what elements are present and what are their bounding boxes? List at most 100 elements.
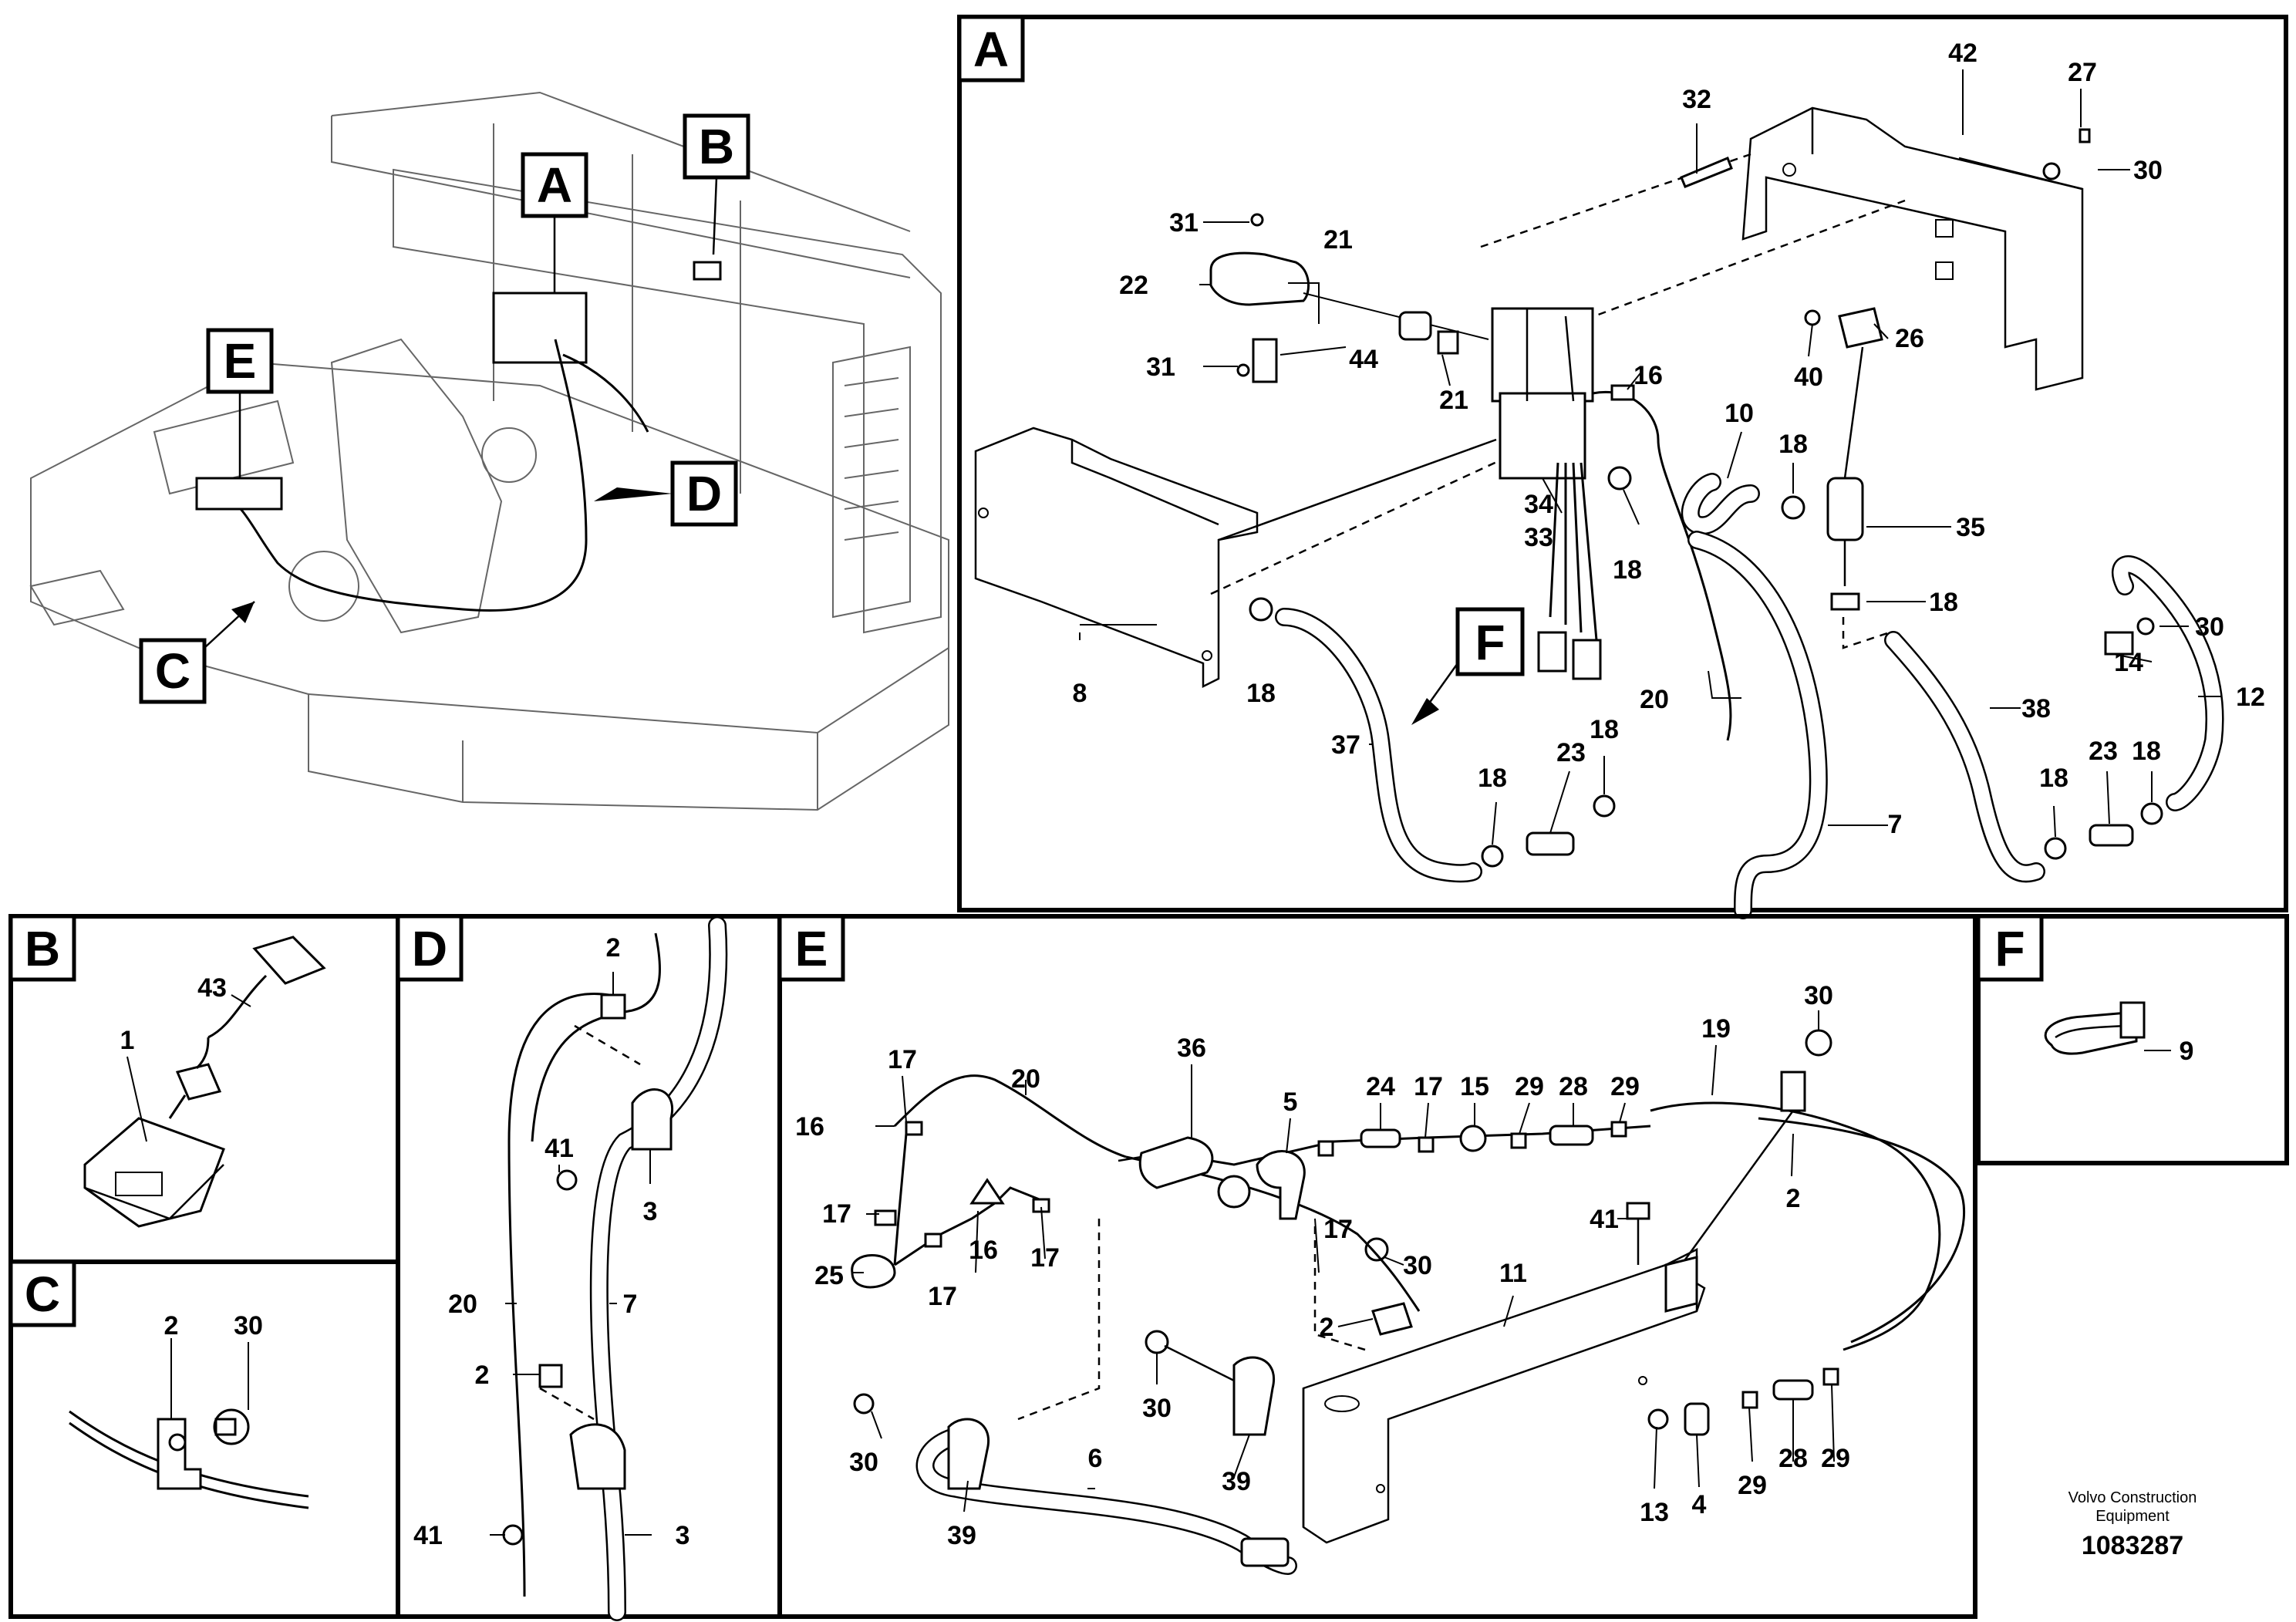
panel-E-labels: 30 17 20 36 16 5 24 17 15 29 28 29 19 17… (795, 981, 1850, 1550)
part-number-label: 24 (1366, 1072, 1395, 1101)
company-subtitle: Equipment (2095, 1508, 2170, 1525)
drawing-number: 1083287 (2082, 1531, 2183, 1560)
part-number-label: 18 (1778, 430, 1808, 459)
part-number-label: 33 (1524, 523, 1553, 552)
part-number-label: 18 (2039, 764, 2068, 793)
part-number-label: 20 (1011, 1064, 1040, 1094)
callout-letter: D (686, 466, 722, 521)
part-number-label: 39 (1222, 1467, 1251, 1496)
part-number-label: 9 (2180, 1037, 2194, 1066)
part-number-label: 17 (822, 1199, 851, 1229)
part-number-label: 8 (1073, 679, 1087, 708)
part-number-label: 14 (2114, 648, 2143, 677)
callout-C: C (139, 601, 255, 704)
part-number-label: 1 (120, 1026, 135, 1055)
part-number-label: 30 (234, 1311, 263, 1340)
part-number-label: 19 (1701, 1014, 1731, 1044)
part-number-label: 20 (1640, 685, 1669, 714)
part-number-label: 7 (623, 1290, 638, 1319)
part-number-label: 31 (1169, 208, 1199, 238)
part-number-label: 25 (814, 1261, 844, 1290)
part-number-label: 30 (849, 1448, 878, 1477)
part-number-label: 7 (1888, 810, 1903, 839)
part-number-label: 12 (2236, 683, 2265, 712)
callout-D: D (594, 460, 738, 527)
part-number-label: 2 (606, 933, 621, 963)
part-number-label: 28 (1559, 1072, 1588, 1101)
part-number-label: 21 (1323, 225, 1353, 255)
part-number-label: 4 (1692, 1490, 1707, 1519)
part-number-label: 41 (413, 1521, 443, 1550)
part-number-label: 18 (1613, 555, 1642, 585)
panel-B: B 43 1 (8, 914, 400, 1264)
part-number-label: 6 (1088, 1444, 1103, 1473)
panel-C-title: C (25, 1266, 60, 1322)
part-number-label: 16 (969, 1236, 998, 1265)
footer: Volvo Construction Equipment 1083287 (2068, 1489, 2197, 1560)
part-number-label: 36 (1177, 1034, 1206, 1063)
part-number-label: 41 (1590, 1205, 1619, 1234)
panel-C: C 2 30 (8, 1259, 400, 1619)
part-number-label: 13 (1640, 1498, 1669, 1527)
part-number-label: 35 (1956, 513, 1985, 542)
part-number-label: 11 (1499, 1259, 1527, 1288)
panel-F-title: F (1994, 921, 2025, 976)
part-number-label: 39 (947, 1521, 976, 1550)
part-number-label: 22 (1119, 271, 1148, 300)
panel-A: A (957, 15, 2288, 919)
part-number-label: 29 (1821, 1444, 1850, 1473)
part-number-label: 3 (676, 1521, 690, 1550)
part-number-label: 27 (2068, 58, 2097, 87)
panel-D-title: D (412, 921, 447, 976)
part-number-label: 29 (1610, 1072, 1640, 1101)
part-number-label: 17 (888, 1045, 917, 1074)
part-number-label: 17 (1030, 1243, 1060, 1273)
part-number-label: 2 (1320, 1313, 1334, 1342)
callout-letter: B (699, 119, 734, 174)
part-number-label: 23 (1556, 738, 1586, 767)
part-number-label: 18 (1929, 588, 1958, 617)
part-number-label: 18 (1246, 679, 1276, 708)
part-number-label: 30 (1804, 981, 1833, 1010)
part-number-label: 30 (2195, 612, 2224, 642)
part-number-label: 17 (928, 1282, 957, 1311)
part-number-label: 34 (1524, 490, 1553, 519)
part-number-label: 5 (1283, 1088, 1298, 1117)
part-number-label: 2 (164, 1311, 179, 1340)
part-number-label: 31 (1146, 352, 1175, 382)
panel-B-title: B (25, 921, 60, 976)
part-number-label: 3 (643, 1197, 658, 1226)
part-number-label: 30 (2133, 156, 2163, 185)
company-name: Volvo Construction (2068, 1489, 2197, 1506)
part-number-label: 38 (2021, 694, 2051, 723)
part-number-label: 28 (1778, 1444, 1808, 1473)
part-number-label: 44 (1349, 345, 1378, 374)
part-number-label: 18 (2132, 737, 2161, 766)
overview-machine (29, 91, 949, 811)
panel-E: E (777, 914, 1977, 1619)
part-number-label: 2 (1786, 1184, 1801, 1213)
panel-D: D 2 41 3 20 7 2 41 3 (396, 914, 782, 1621)
part-number-label: 15 (1460, 1072, 1489, 1101)
part-number-label: 29 (1515, 1072, 1544, 1101)
panel-E-title: E (795, 921, 828, 976)
part-number-label: 41 (544, 1134, 574, 1163)
part-number-label: 23 (2089, 737, 2118, 766)
callout-A: A (521, 152, 588, 293)
panel-A-title: A (973, 22, 1009, 77)
part-number-label: 29 (1738, 1471, 1767, 1500)
part-number-label: 40 (1794, 363, 1823, 392)
part-number-label: 21 (1439, 386, 1468, 415)
callout-B: B (683, 113, 750, 255)
callout-letter: A (537, 157, 572, 213)
panel-A-labels: 32 42 27 30 31 21 22 31 44 21 16 40 26 1… (1073, 39, 2265, 839)
part-number-label: 17 (1414, 1072, 1443, 1101)
callout-letter: C (155, 643, 190, 699)
part-number-label: 16 (795, 1112, 824, 1141)
part-number-label: 18 (1478, 764, 1507, 793)
part-number-label: 32 (1682, 85, 1711, 114)
callout-E: E (206, 328, 274, 478)
callout-F-label: F (1475, 615, 1505, 670)
part-number-label: 30 (1142, 1394, 1172, 1423)
